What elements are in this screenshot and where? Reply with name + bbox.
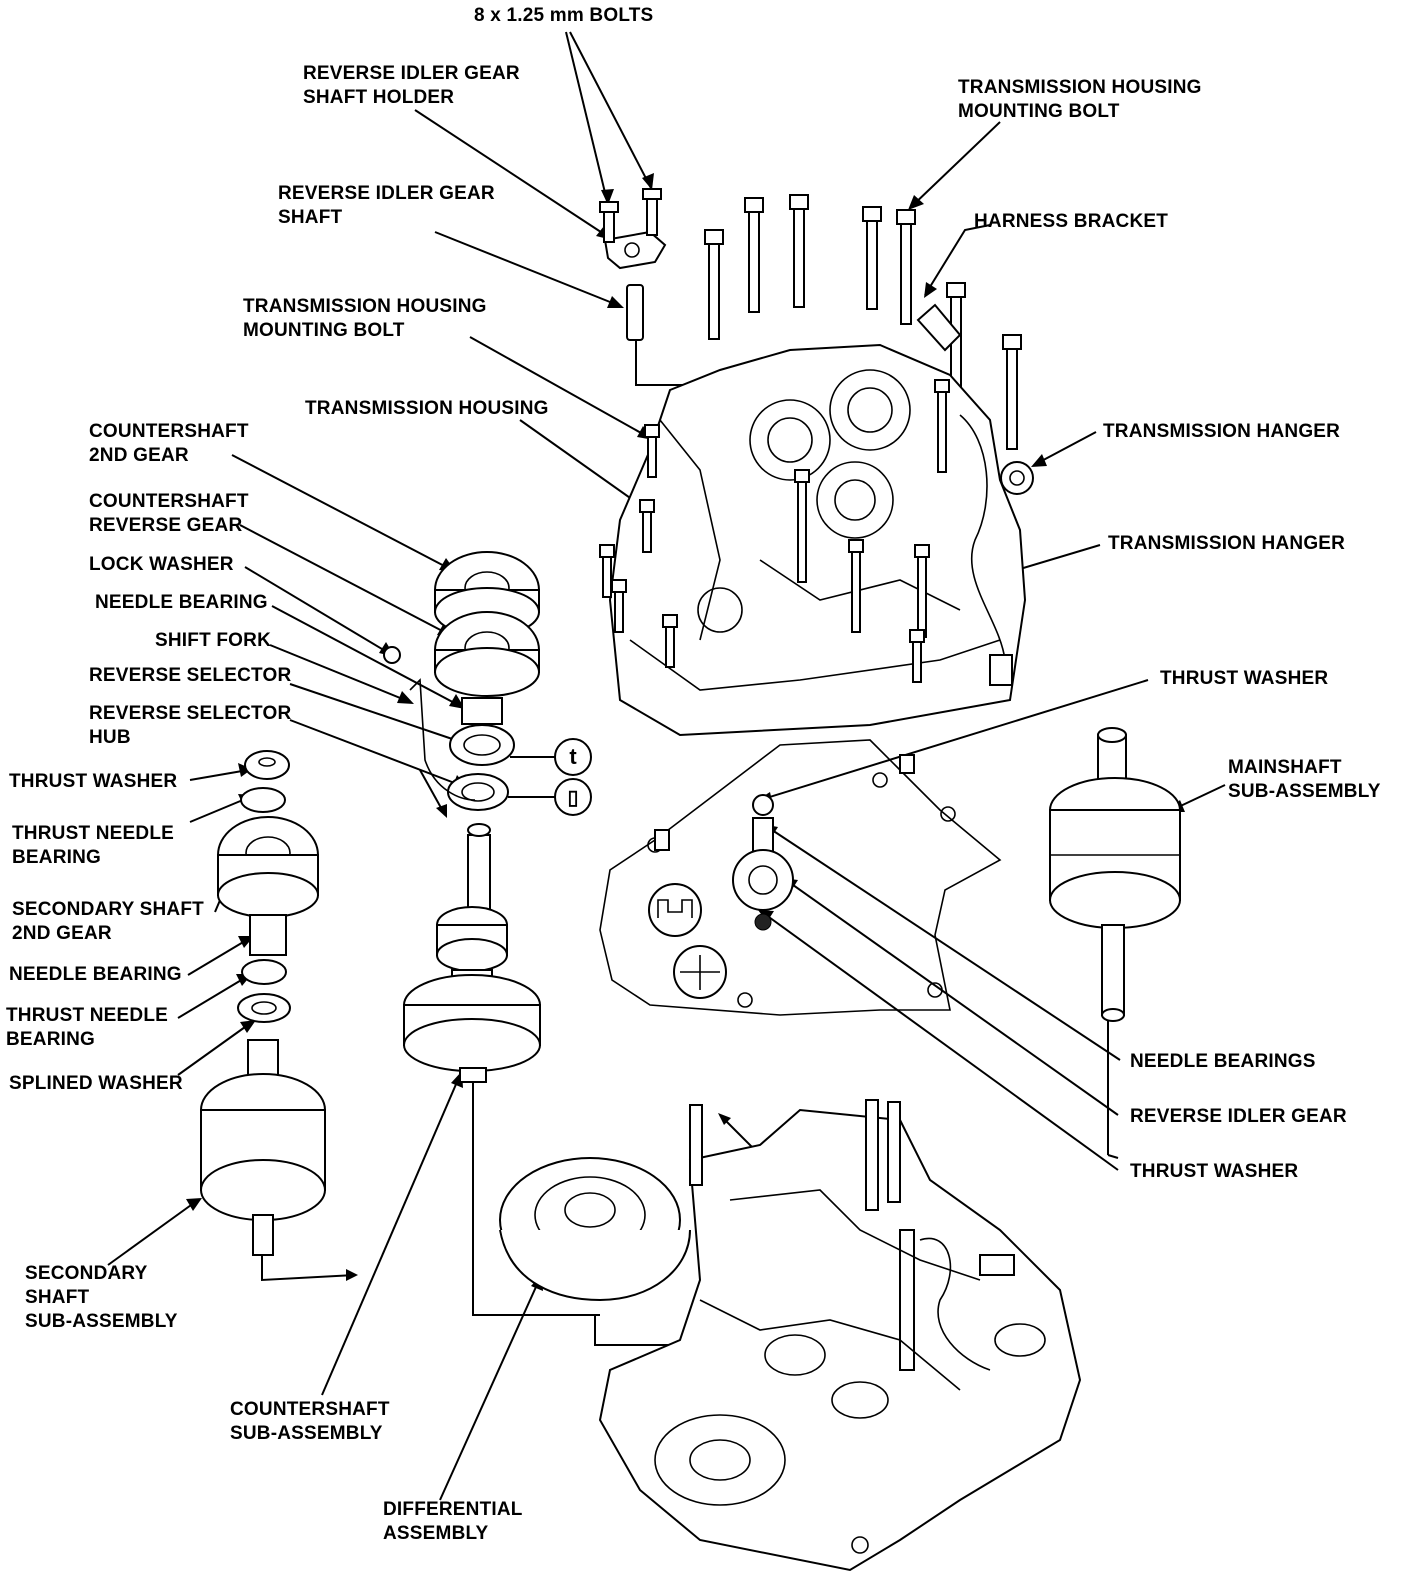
thrust-needle-bearing-label-1: THRUST NEEDLE BEARING	[12, 823, 174, 868]
secondary-shaft-sub-assembly-label: SECONDARY SHAFT SUB-ASSEMBLY	[25, 1263, 178, 1332]
mainshaft-sub-assembly-label: MAINSHAFT SUB-ASSEMBLY	[1228, 757, 1381, 802]
reverse-idler-gear	[648, 794, 794, 999]
transmission-hanger-label-2: TRANSMISSION HANGER	[1108, 533, 1346, 554]
countershaft-reverse-gear-label: COUNTERSHAFT REVERSE GEAR	[89, 491, 249, 536]
transmission-housing-mounting-bolt-label-top: TRANSMISSION HOUSING MOUNTING BOLT	[958, 77, 1202, 122]
lock-symbol-icon: t	[569, 744, 577, 769]
harness-bracket-label: HARNESS BRACKET	[974, 211, 1169, 232]
secondary-shaft-2nd-gear-label: SECONDARY SHAFT 2ND GEAR	[12, 899, 204, 944]
needle-bearing-label-1: NEEDLE BEARING	[95, 592, 268, 613]
transmission-housing	[599, 343, 1034, 737]
reverse-idler-gear-label: REVERSE IDLER GEAR	[1130, 1106, 1347, 1127]
reverse-selector-label: REVERSE SELECTOR	[89, 665, 292, 686]
thrust-needle-bearing-label-2: THRUST NEEDLE BEARING	[6, 1005, 168, 1050]
secondary-shaft-stack	[200, 750, 326, 1256]
harness-bracket	[916, 303, 962, 352]
thrust-washer-label-right: THRUST WASHER	[1160, 668, 1329, 689]
shift-fork-label: SHIFT FORK	[155, 630, 271, 651]
transmission-hanger-label-1: TRANSMISSION HANGER	[1103, 421, 1341, 442]
countershaft-2nd-gear-label: COUNTERSHAFT 2ND GEAR	[89, 421, 249, 466]
clutch-housing	[598, 1099, 1082, 1572]
square-symbol-icon: ▯	[567, 787, 578, 809]
needle-bearings-label: NEEDLE BEARINGS	[1130, 1051, 1316, 1072]
countershaft-gear-stack	[383, 551, 592, 816]
reverse-idler-gear-shaft-holder-label: REVERSE IDLER GEAR SHAFT HOLDER	[303, 63, 520, 108]
reverse-selector-hub-label: REVERSE SELECTOR HUB	[89, 703, 292, 748]
transmission-housing-mounting-bolt-label-left: TRANSMISSION HOUSING MOUNTING BOLT	[243, 296, 487, 341]
housing-mounting-bolts	[704, 194, 1022, 450]
mainshaft-sub-assembly	[1049, 727, 1181, 1022]
thrust-washer-label-left: THRUST WASHER	[9, 771, 178, 792]
differential-assembly	[499, 1157, 691, 1302]
countershaft-sub-assembly-label: COUNTERSHAFT SUB-ASSEMBLY	[230, 1399, 390, 1444]
differential-assembly-label: DIFFERENTIAL ASSEMBLY	[383, 1499, 523, 1544]
splined-washer-label: SPLINED WASHER	[9, 1073, 183, 1094]
thrust-washer-label-lower: THRUST WASHER	[1130, 1161, 1299, 1182]
reverse-idler-shaft-holder	[599, 188, 667, 270]
lock-washer-label: LOCK WASHER	[89, 554, 234, 575]
reverse-idler-shaft	[626, 284, 644, 341]
bolts-8x125-label: 8 x 1.25 mm BOLTS	[474, 5, 654, 26]
reverse-idler-gear-shaft-label: REVERSE IDLER GEAR SHAFT	[278, 183, 495, 228]
transmission-housing-label: TRANSMISSION HOUSING	[305, 398, 549, 419]
countershaft-sub-assembly	[403, 823, 541, 1083]
gasket	[599, 739, 1002, 1016]
needle-bearing-label-2: NEEDLE BEARING	[9, 964, 182, 985]
